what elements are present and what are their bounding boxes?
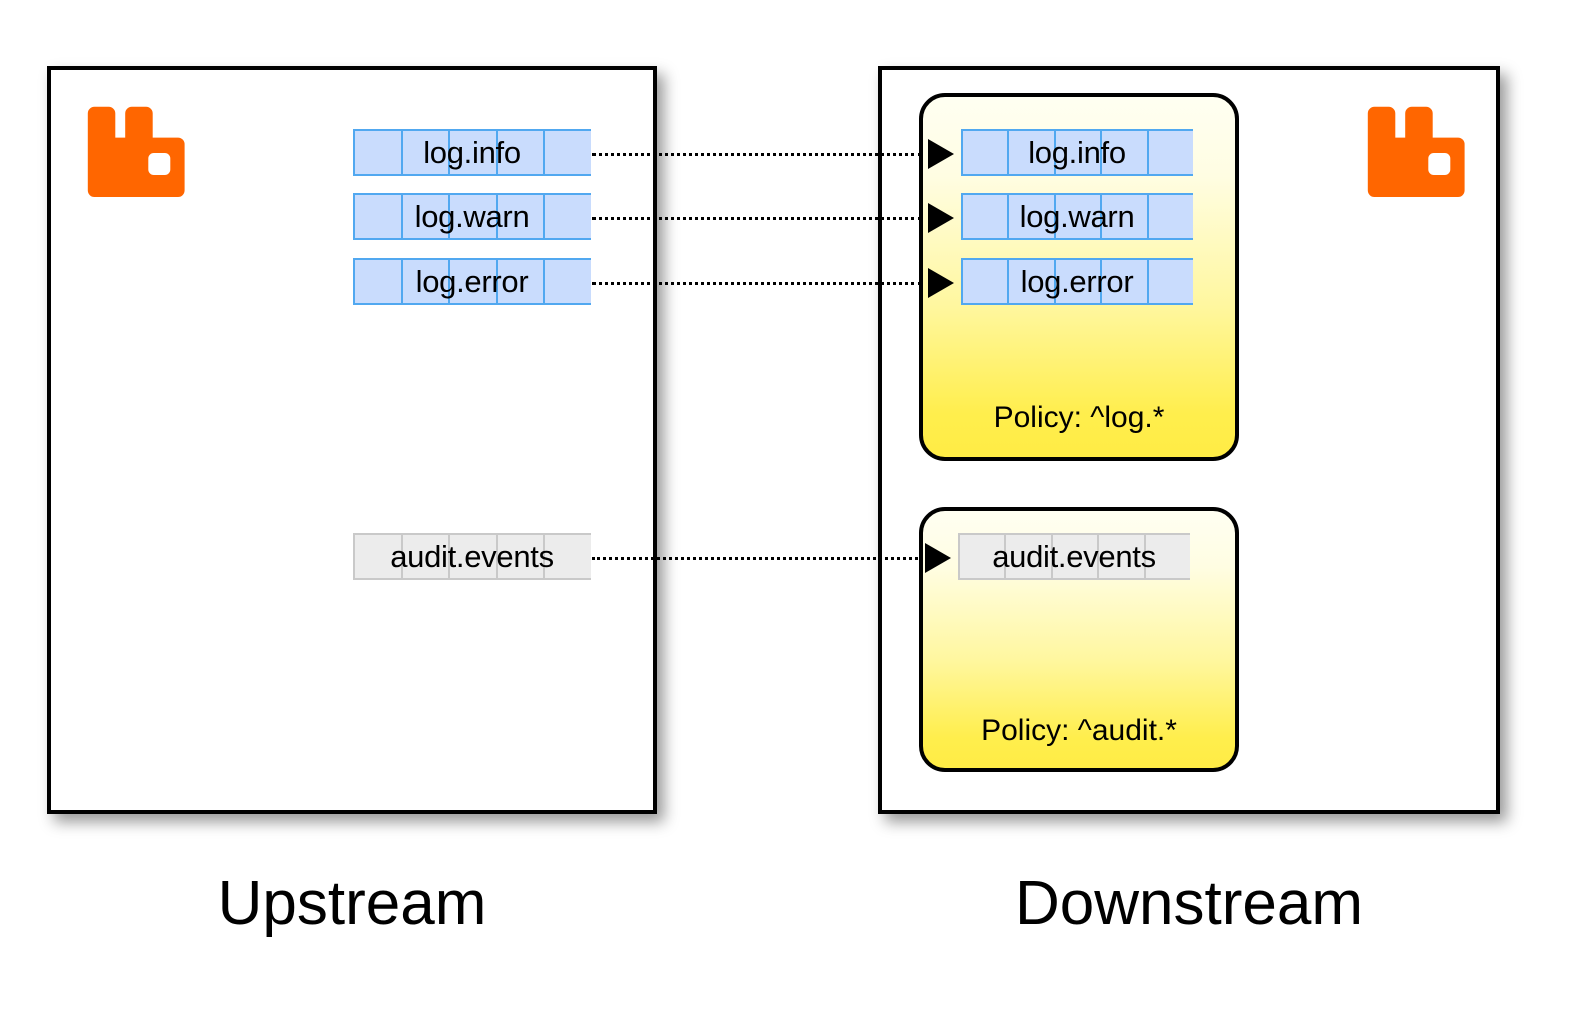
queue-segment [400, 533, 449, 580]
federation-link-log-warn [592, 217, 922, 220]
queue-segment [495, 258, 544, 305]
policy-label-audit: Policy: ^audit.* [981, 714, 1177, 747]
federation-link-log-info [592, 153, 922, 156]
upstream-queue-log-info[interactable]: log.info [353, 129, 591, 176]
queue-segment [1146, 258, 1194, 305]
downstream-queue-audit-events[interactable]: audit.events [958, 533, 1191, 580]
queue-segment [1146, 193, 1194, 240]
queue-segment [1100, 193, 1147, 240]
upstream-queue-log-error[interactable]: log.error [353, 258, 591, 305]
queue-segment [1007, 258, 1054, 305]
queue-segment [1007, 193, 1054, 240]
upstream-caption: Upstream [217, 869, 487, 938]
queue-segment [448, 129, 496, 176]
queue-segment [1100, 129, 1147, 176]
queue-segment [543, 129, 591, 176]
federation-link-log-error [592, 282, 922, 285]
queue-segment [958, 533, 1005, 580]
queue-segment [353, 258, 401, 305]
rabbitmq-logo-icon [79, 98, 189, 208]
queue-segment [961, 193, 1008, 240]
queue-segment [400, 193, 449, 240]
arrow-icon-log-warn [928, 203, 954, 233]
queue-segment [495, 129, 544, 176]
queue-segment [961, 258, 1008, 305]
queue-segment [961, 129, 1008, 176]
queue-segment [353, 129, 401, 176]
downstream-queue-log-warn[interactable]: log.warn [961, 193, 1194, 240]
upstream-queue-audit-events[interactable]: audit.events [353, 533, 591, 580]
queue-segment [1004, 533, 1051, 580]
queue-segment [400, 258, 449, 305]
downstream-queue-log-error[interactable]: log.error [961, 258, 1194, 305]
downstream-caption: Downstream [1015, 869, 1363, 938]
queue-segment [1097, 533, 1144, 580]
arrow-icon-audit-events [925, 543, 951, 573]
queue-segment [1050, 533, 1098, 580]
queue-segment [495, 193, 544, 240]
federation-link-audit-events [592, 557, 918, 560]
upstream-broker-panel [47, 66, 657, 814]
queue-segment [1053, 129, 1101, 176]
queue-segment [543, 533, 591, 580]
queue-segment [400, 129, 449, 176]
queue-segment [543, 258, 591, 305]
queue-segment [448, 258, 496, 305]
queue-segment [1146, 129, 1194, 176]
queue-segment [543, 193, 591, 240]
policy-label-log: Policy: ^log.* [993, 401, 1165, 434]
queue-segment [353, 193, 401, 240]
queue-segment [1007, 129, 1054, 176]
queue-segment [1143, 533, 1191, 580]
queue-segment [495, 533, 544, 580]
queue-segment [448, 193, 496, 240]
arrow-icon-log-info [928, 139, 954, 169]
queue-segment [353, 533, 401, 580]
queue-segment [1100, 258, 1147, 305]
queue-segment [1053, 193, 1101, 240]
downstream-queue-log-info[interactable]: log.info [961, 129, 1194, 176]
arrow-icon-log-error [928, 268, 954, 298]
queue-segment [448, 533, 496, 580]
upstream-queue-log-warn[interactable]: log.warn [353, 193, 591, 240]
rabbitmq-logo-icon [1359, 98, 1469, 208]
queue-segment [1053, 258, 1101, 305]
